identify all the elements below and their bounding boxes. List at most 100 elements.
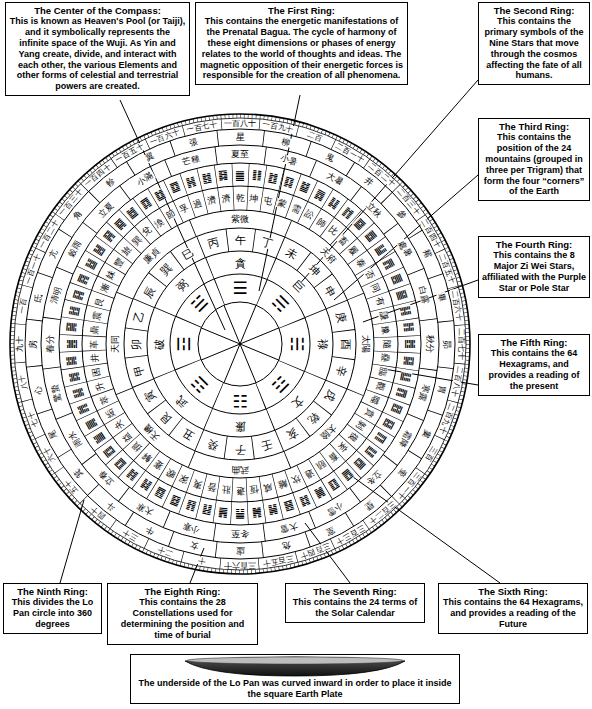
ring-label: 斗 bbox=[104, 499, 118, 513]
ring-label: 二十 bbox=[155, 545, 174, 558]
ring-label: 有 bbox=[374, 295, 386, 308]
ring-label: 睽 bbox=[164, 466, 178, 479]
ring-label: 天機 bbox=[141, 422, 162, 443]
ring-label: 訟 bbox=[302, 209, 316, 222]
callout-box: The Third Ring:This contains the positio… bbox=[478, 118, 590, 201]
ring-label: 辰 bbox=[141, 283, 157, 300]
ring-label: 井 bbox=[362, 175, 376, 189]
ring-label: ䷯ bbox=[65, 354, 77, 367]
ring-label: 三百三十 bbox=[334, 523, 367, 546]
ring-label: ䷳ bbox=[71, 288, 85, 303]
callout-text: This contains the 28 Constellations used… bbox=[111, 597, 254, 640]
ring-label: 豫 bbox=[380, 324, 390, 336]
ring-label: 參 bbox=[395, 208, 409, 222]
ring-label: 妄 bbox=[336, 440, 350, 454]
ring-label: ䷛ bbox=[312, 486, 328, 501]
ring-label: 太陽 bbox=[361, 334, 370, 354]
ring-label: ䷼ bbox=[168, 180, 183, 195]
ring-label: 婁 bbox=[420, 427, 432, 441]
ring-label: 夬 bbox=[112, 418, 126, 432]
ring-label: ䷭ bbox=[71, 386, 85, 401]
ring-label: 立秋 bbox=[364, 200, 384, 220]
ring-label: 需 bbox=[289, 203, 303, 216]
ring-label: ☴ bbox=[267, 292, 291, 316]
callout-heading: The Fifth Ring: bbox=[482, 337, 586, 348]
ring-label: 乾 bbox=[235, 194, 246, 203]
ring-label: 房 bbox=[29, 339, 38, 350]
ring-label: 二百 bbox=[306, 130, 325, 143]
ring-label: 賁 bbox=[362, 406, 375, 420]
ring-label: 巨 bbox=[289, 278, 306, 295]
ring-label: ䷠ bbox=[234, 508, 246, 519]
ring-label: 亢 bbox=[47, 247, 59, 261]
ring-label: 坎 bbox=[289, 473, 303, 486]
ring-label: ䷔ bbox=[389, 401, 404, 416]
callout-text: This contains the position of the 24 mou… bbox=[482, 132, 586, 197]
ring-label: ䷢ bbox=[200, 504, 214, 517]
ring-label: ䷴ bbox=[76, 272, 91, 287]
ring-label: 夷 bbox=[191, 478, 204, 490]
ring-label: 三百五十 bbox=[261, 554, 296, 567]
ring-label: 艮 bbox=[94, 295, 106, 308]
callout-heading: The Sixth Ring: bbox=[442, 586, 584, 597]
ring-label: ䷝ bbox=[282, 499, 297, 513]
callout-text: This contains the 64 Hexagrams, and prov… bbox=[482, 348, 586, 391]
ring-label: 二百八十 bbox=[450, 365, 463, 400]
ring-label: ☰ bbox=[231, 280, 248, 297]
ring-label: 兌 bbox=[140, 224, 154, 238]
ring-label: ䷺ bbox=[138, 195, 154, 211]
callout-box: The Ninth Ring:This divides the Lo Pan c… bbox=[3, 583, 102, 634]
ring-label: ☳ bbox=[188, 371, 212, 395]
ring-label: 濟 bbox=[220, 194, 232, 204]
ring-label: 二百七十 bbox=[457, 327, 465, 361]
ring-label: 隨 bbox=[382, 339, 391, 350]
ring-label: 一百九十 bbox=[261, 120, 296, 133]
ring-label: ䷗ bbox=[363, 443, 379, 459]
ring-label: 未 bbox=[284, 245, 301, 261]
ring-label: ䷃ bbox=[282, 175, 297, 189]
ring-label: 二百九十 bbox=[438, 402, 457, 437]
ring-label: 虛 bbox=[235, 547, 246, 556]
ring-label: 一百 bbox=[18, 296, 29, 315]
ring-label: 畢 bbox=[436, 292, 447, 305]
ring-label: 癸 bbox=[205, 438, 220, 452]
ring-label: 立夏 bbox=[96, 200, 116, 220]
ring-label: 太陰 bbox=[318, 422, 339, 443]
ring-label: 鬼 bbox=[323, 151, 337, 163]
ring-label: 丑 bbox=[179, 426, 196, 442]
ring-label: 頤 bbox=[314, 459, 328, 473]
ring-label: 萃 bbox=[99, 393, 112, 407]
ring-label: ䷰ bbox=[65, 338, 76, 350]
callout-text: This contains the energetic manifestatio… bbox=[199, 16, 404, 81]
ring-label: 畜 bbox=[326, 450, 340, 464]
ring-label: 尾 bbox=[47, 427, 59, 441]
ring-label: 廉 bbox=[234, 420, 247, 431]
ring-label: 酉 bbox=[339, 338, 350, 351]
ring-label: 巳 bbox=[179, 245, 196, 261]
ring-label: ䷆ bbox=[326, 195, 342, 211]
ring-label: 孚 bbox=[177, 203, 191, 216]
callout-heading: The Third Ring: bbox=[482, 121, 586, 132]
ring-label: ䷩ bbox=[101, 443, 117, 459]
ring-label: ䷮ bbox=[67, 370, 80, 384]
ring-label: 胃 bbox=[436, 384, 447, 397]
ring-label: ䷉ bbox=[363, 228, 379, 244]
ring-label: 清明 bbox=[50, 284, 63, 306]
ring-label: 穀雨 bbox=[67, 238, 84, 260]
ring-label: 芒種 bbox=[180, 154, 202, 167]
ring-label: 弼 bbox=[174, 278, 191, 295]
ring-label: 節 bbox=[164, 209, 178, 222]
callout-box: The Center of the Compass:This is known … bbox=[5, 2, 190, 96]
ring-label: 巽 bbox=[130, 234, 144, 248]
ring-label: ䷀ bbox=[234, 169, 246, 180]
ring-label: ䷘ bbox=[352, 456, 368, 472]
ring-label: 天同 bbox=[111, 334, 120, 354]
ring-label: ䷡ bbox=[217, 507, 230, 519]
ring-label: 二百六十 bbox=[450, 288, 463, 323]
ring-label: 妹 bbox=[105, 268, 118, 282]
ring-label: ☱ bbox=[188, 292, 212, 316]
ring-label: 否 bbox=[362, 268, 375, 282]
ring-label: 文 bbox=[289, 393, 306, 410]
ring-label: 廉貞 bbox=[141, 245, 162, 266]
ring-label: 困 bbox=[91, 366, 102, 379]
